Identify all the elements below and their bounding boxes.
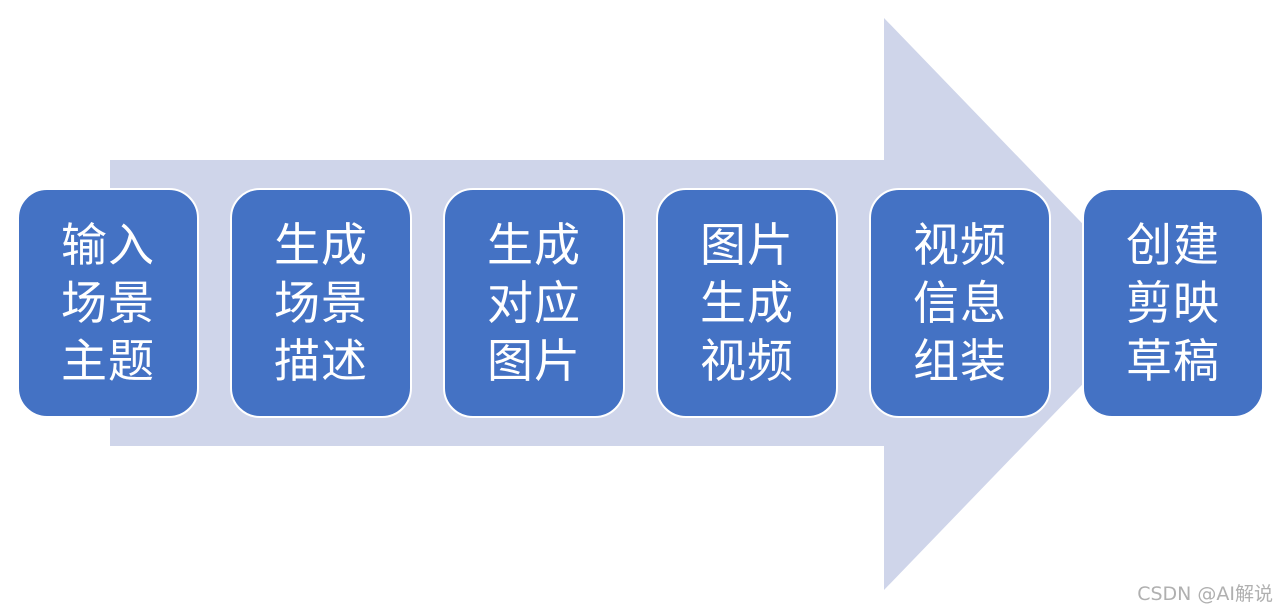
step-input-scene-topic: 输入 场景 主题 bbox=[17, 188, 199, 418]
step-label-line: 剪映 bbox=[1126, 276, 1220, 330]
step-label-line: 图片 bbox=[487, 334, 581, 388]
step-label-line: 信息 bbox=[913, 276, 1007, 330]
step-label-line: 对应 bbox=[487, 276, 581, 330]
step-video-assembly: 视频 信息 组装 bbox=[869, 188, 1051, 418]
step-label-line: 场景 bbox=[274, 276, 368, 330]
step-label-line: 视频 bbox=[913, 218, 1007, 272]
step-label-line: 草稿 bbox=[1126, 334, 1220, 388]
step-label-line: 图片 bbox=[700, 218, 794, 272]
step-label-line: 主题 bbox=[61, 334, 155, 388]
step-label-line: 场景 bbox=[61, 276, 155, 330]
step-label-line: 创建 bbox=[1126, 218, 1220, 272]
step-label-line: 生成 bbox=[700, 276, 794, 330]
step-label-line: 生成 bbox=[274, 218, 368, 272]
step-label-line: 输入 bbox=[61, 218, 155, 272]
process-arrow-shape bbox=[110, 18, 1160, 590]
step-label-line: 生成 bbox=[487, 218, 581, 272]
step-label-line: 组装 bbox=[913, 334, 1007, 388]
step-label-line: 描述 bbox=[274, 334, 368, 388]
step-label-line: 视频 bbox=[700, 334, 794, 388]
step-images-to-video: 图片 生成 视频 bbox=[656, 188, 838, 418]
step-generate-images: 生成 对应 图片 bbox=[443, 188, 625, 418]
watermark: CSDN @AI解说 bbox=[1137, 583, 1273, 605]
step-create-draft: 创建 剪映 草稿 bbox=[1082, 188, 1264, 418]
step-generate-scene-description: 生成 场景 描述 bbox=[230, 188, 412, 418]
